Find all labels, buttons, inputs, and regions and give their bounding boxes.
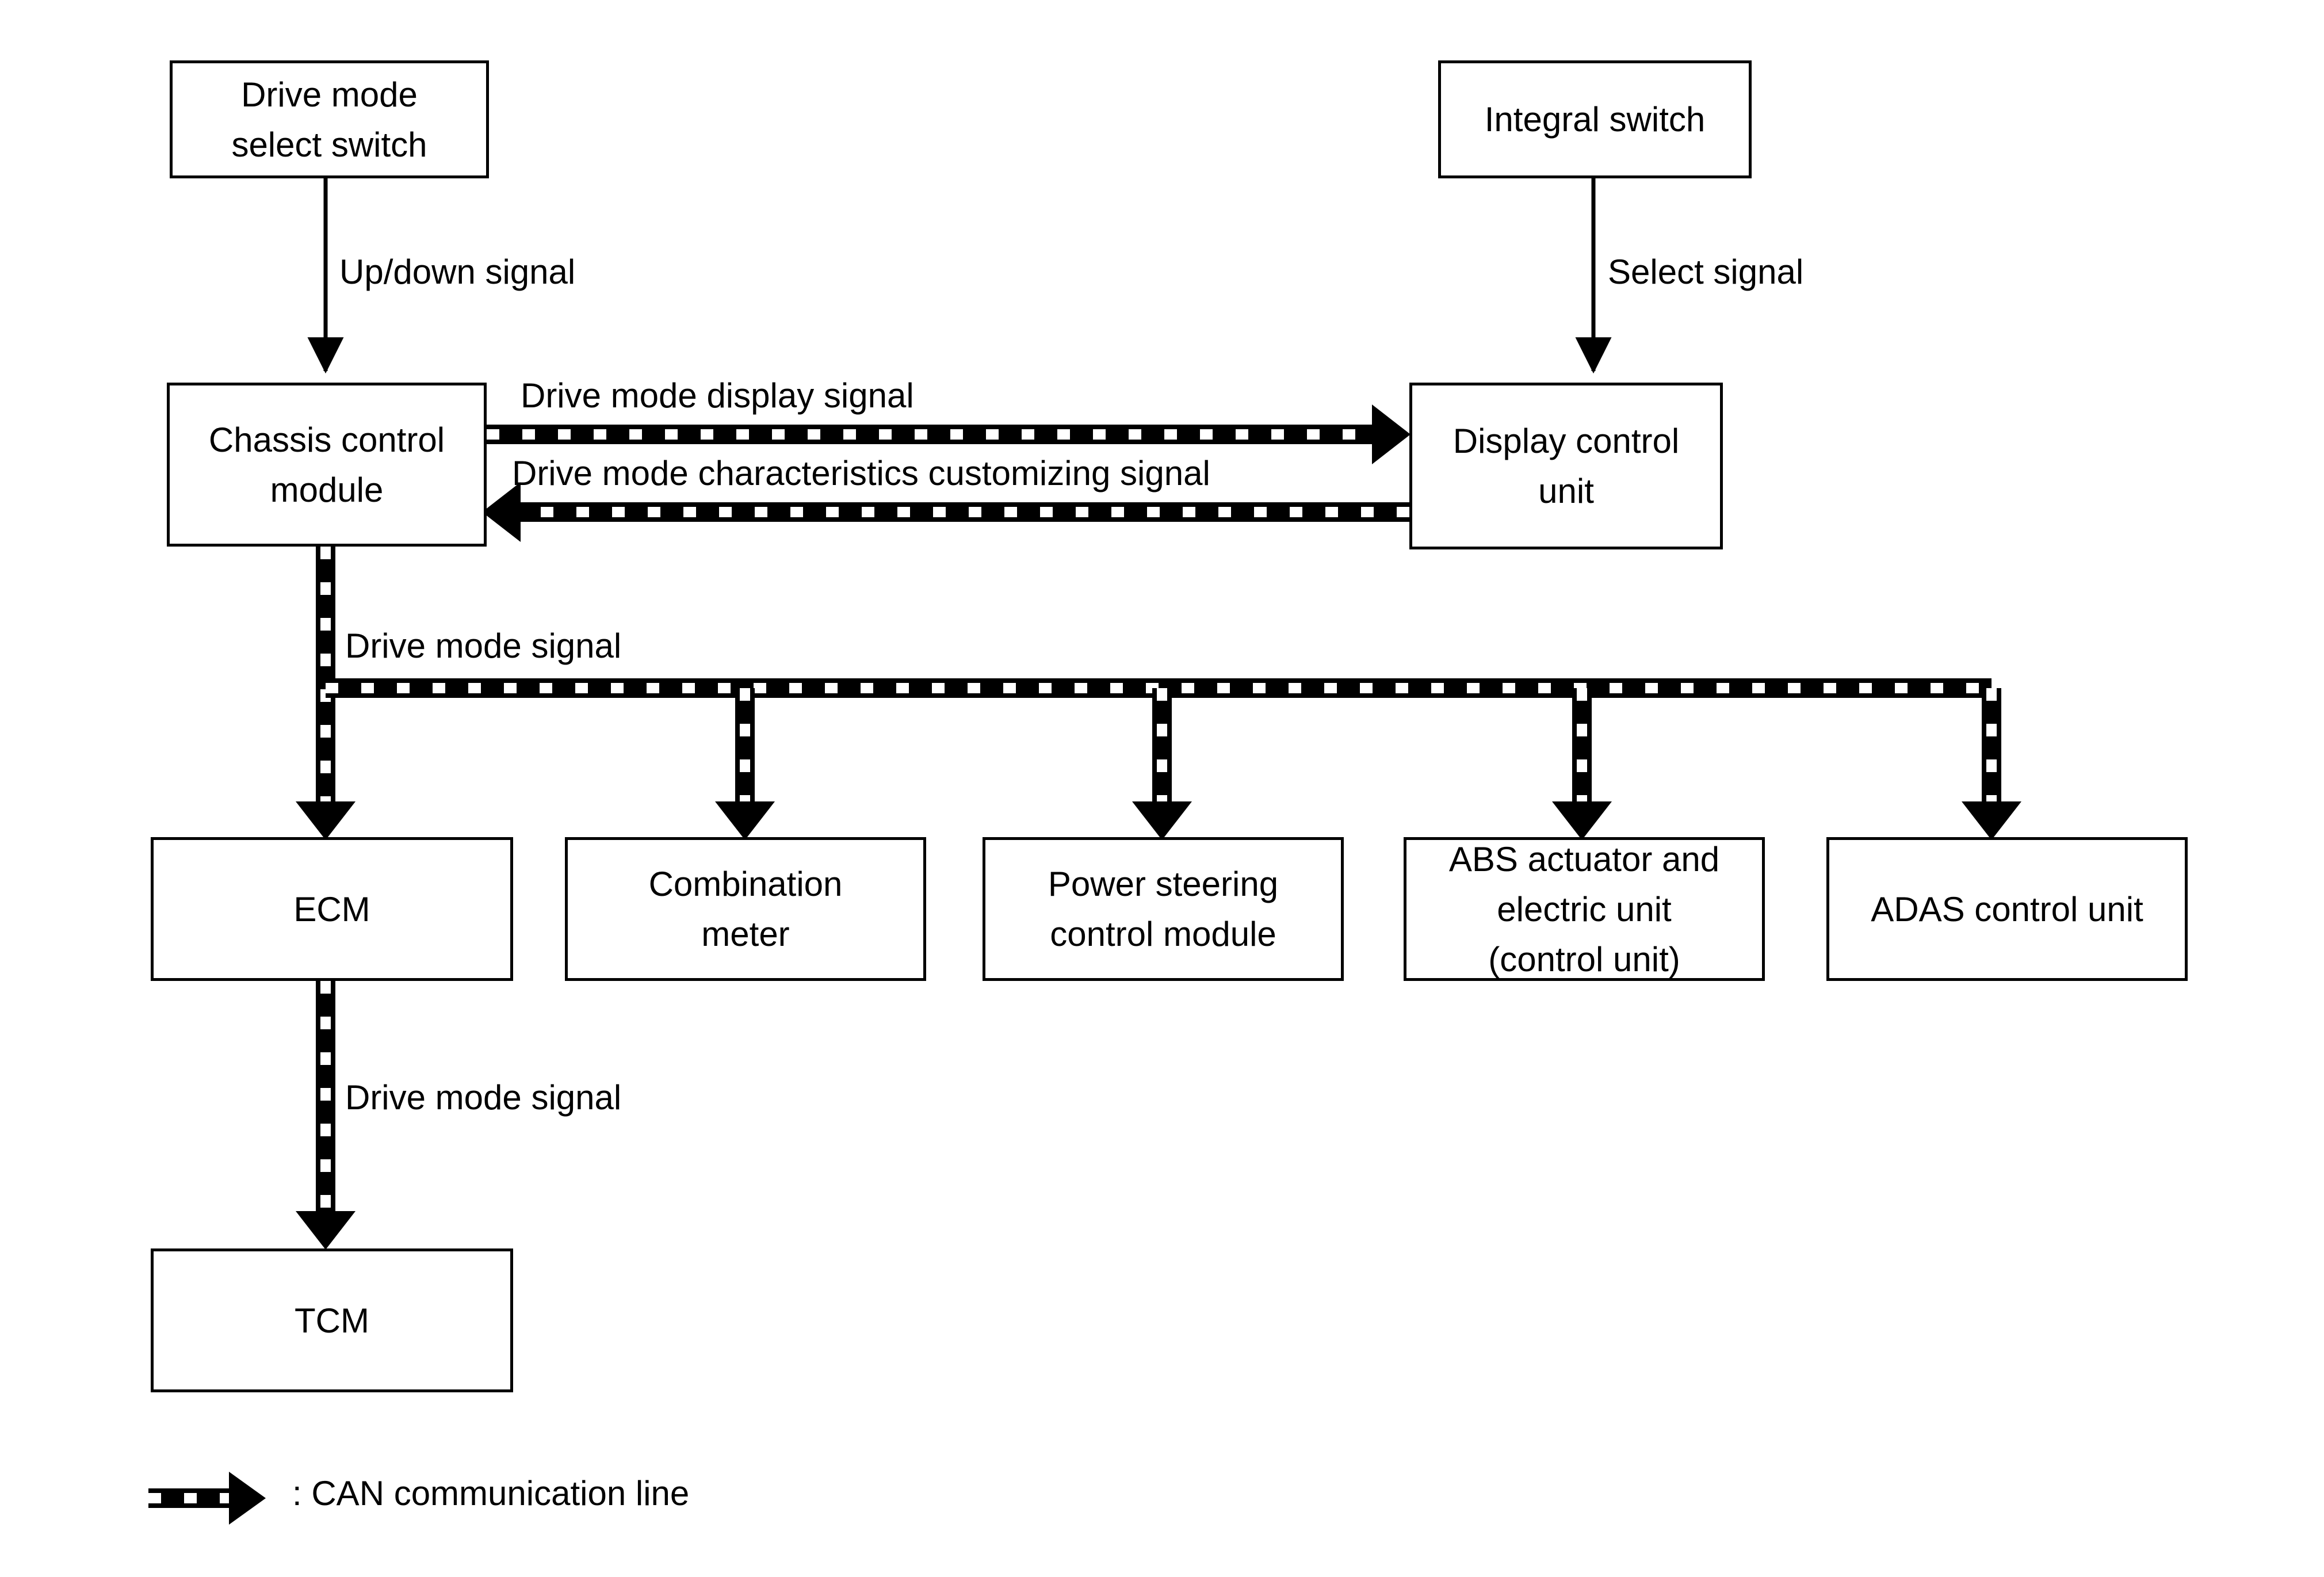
- node-label: Chassis control module: [208, 420, 445, 509]
- edge-label-drive-mode-characteristics-customizing-signal: Drive mode characteristics customizing s…: [512, 454, 1210, 492]
- node-label: Power steering control module: [1048, 865, 1279, 953]
- node-abs-actuator-and-electric-unit[interactable]: ABS actuator and electric unit (control …: [1404, 837, 1765, 981]
- node-integral-switch[interactable]: Integral switch: [1438, 60, 1752, 178]
- edge-label-drive-mode-signal-bus: Drive mode signal: [345, 627, 622, 665]
- edge-label-up-down-signal: Up/down signal: [339, 253, 576, 291]
- wire-drop-adas-control-unit: [1962, 688, 2021, 840]
- node-tcm[interactable]: TCM: [151, 1248, 513, 1392]
- legend-can-line-swatch: [148, 1472, 266, 1525]
- node-label: TCM: [295, 1301, 369, 1340]
- wire-drive-mode-signal-tcm: [296, 981, 356, 1250]
- node-combination-meter[interactable]: Combination meter: [565, 837, 926, 981]
- wire-drive-mode-display-signal: [487, 404, 1411, 464]
- wire-drop-abs-actuator-and-electric-unit: [1552, 688, 1612, 840]
- node-label: Integral switch: [1484, 100, 1706, 139]
- wire-drive-mode-characteristics-customizing-signal: [482, 482, 1409, 542]
- node-power-steering-control-module[interactable]: Power steering control module: [983, 837, 1344, 981]
- node-label: Display control unit: [1452, 422, 1680, 510]
- node-chassis-control-module[interactable]: Chassis control module: [167, 383, 487, 547]
- legend-can-line-icon: [148, 1473, 281, 1513]
- wire-drop-combination-meter: [715, 688, 775, 840]
- node-label: ECM: [293, 889, 370, 929]
- node-label: ADAS control unit: [1871, 889, 2143, 929]
- node-drive-mode-select-switch[interactable]: Drive mode select switch: [170, 60, 489, 178]
- node-label: Combination meter: [648, 865, 843, 953]
- edge-label-select-signal: Select signal: [1608, 253, 1804, 291]
- node-label: ABS actuator and electric unit (control …: [1448, 839, 1720, 979]
- node-adas-control-unit[interactable]: ADAS control unit: [1826, 837, 2188, 981]
- edge-label-drive-mode-signal-tcm: Drive mode signal: [345, 1078, 622, 1117]
- legend: : CAN communication line: [148, 1473, 689, 1513]
- edge-label-drive-mode-display-signal: Drive mode display signal: [521, 376, 914, 415]
- node-ecm[interactable]: ECM: [151, 837, 513, 981]
- node-label: Drive mode select switch: [231, 75, 427, 164]
- node-display-control-unit[interactable]: Display control unit: [1409, 383, 1723, 549]
- legend-label: : CAN communication line: [292, 1473, 690, 1513]
- wire-drop-power-steering-control-module: [1132, 688, 1192, 840]
